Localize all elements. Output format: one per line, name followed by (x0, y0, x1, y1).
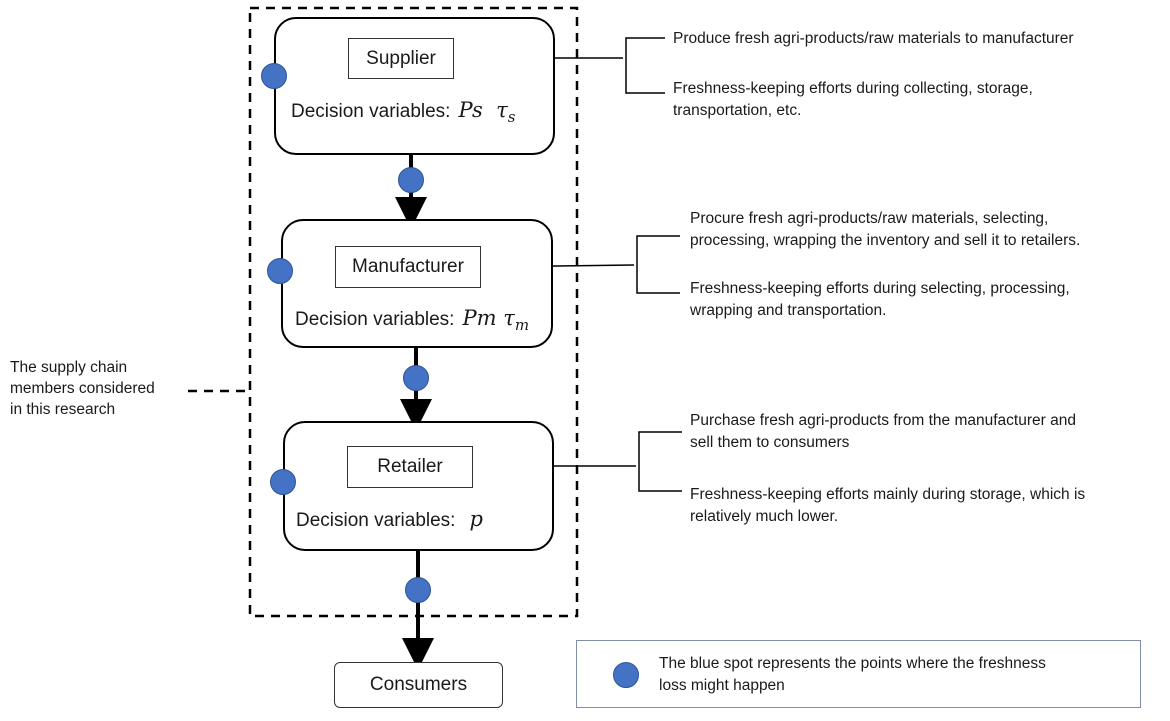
supply-chain-note-line2: members considered (10, 380, 155, 397)
manufacturer-desc-2a: Freshness-keeping efforts during selecti… (690, 280, 1070, 297)
manufacturer-desc-2: Freshness-keeping efforts during selecti… (690, 278, 1070, 322)
supplier-decision-variables: Decision variables: Ps τs (291, 98, 516, 126)
manufacturer-decision-variables: Decision variables: Pm τm (295, 306, 529, 334)
legend-text: The blue spot represents the points wher… (659, 653, 1046, 697)
manufacturer-vars: Pm τm (462, 306, 530, 335)
retailer-desc-2: Freshness-keeping efforts mainly during … (690, 484, 1085, 528)
supply-chain-note: The supply chain members considered in t… (10, 357, 155, 420)
manufacturer-desc-1b: processing, wrapping the inventory and s… (690, 232, 1081, 249)
freshness-loss-dot (403, 365, 429, 391)
dashed-boundary (248, 6, 579, 618)
supply-chain-note-line3: in this research (10, 401, 116, 418)
consumers-node: Consumers (334, 662, 503, 708)
manufacturer-desc-1: Procure fresh agri-products/raw material… (690, 208, 1080, 252)
freshness-loss-dot (261, 63, 287, 89)
supplier-vars: Ps τs (458, 98, 516, 127)
supplier-decision-label: Decision variables: (291, 101, 451, 122)
retailer-desc-2a: Freshness-keeping efforts mainly during … (690, 486, 1086, 503)
freshness-loss-dot (270, 469, 296, 495)
supplier-desc-1: Produce fresh agri-products/raw material… (673, 30, 1074, 47)
retailer-bracket (638, 431, 682, 492)
retailer-desc-1: Purchase fresh agri-products from the ma… (690, 410, 1076, 454)
freshness-loss-dot (398, 167, 424, 193)
supplier-desc-2: Freshness-keeping efforts during collect… (673, 78, 1033, 122)
supply-chain-note-line1: The supply chain (10, 359, 128, 376)
legend-box: The blue spot represents the points wher… (576, 640, 1141, 708)
legend-text-line2: loss might happen (659, 677, 785, 694)
supplier-label: Supplier (348, 38, 454, 79)
manufacturer-label: Manufacturer (335, 246, 481, 288)
retailer-decision-variables: Decision variables: p (296, 507, 483, 532)
legend-dot (613, 662, 639, 688)
manufacturer-desc-1a: Procure fresh agri-products/raw material… (690, 210, 1049, 227)
supplier-desc-2a: Freshness-keeping efforts during collect… (673, 80, 1033, 97)
retailer-label: Retailer (347, 446, 473, 488)
supplier-desc-2b: transportation, etc. (673, 102, 802, 119)
retailer-desc-2b: relatively much lower. (690, 508, 839, 525)
supplier-bracket (625, 37, 665, 94)
retailer-vars: p (469, 507, 483, 531)
manufacturer-bracket (636, 235, 680, 294)
retailer-decision-label: Decision variables: (296, 510, 456, 531)
retailer-desc-1a: Purchase fresh agri-products from the ma… (690, 412, 1076, 429)
manufacturer-decision-label: Decision variables: (295, 309, 455, 330)
manufacturer-desc-2b: wrapping and transportation. (690, 302, 887, 319)
retailer-desc-1b: sell them to consumers (690, 434, 850, 451)
freshness-loss-dot (267, 258, 293, 284)
freshness-loss-dot (405, 577, 431, 603)
legend-text-line1: The blue spot represents the points wher… (659, 655, 1046, 672)
